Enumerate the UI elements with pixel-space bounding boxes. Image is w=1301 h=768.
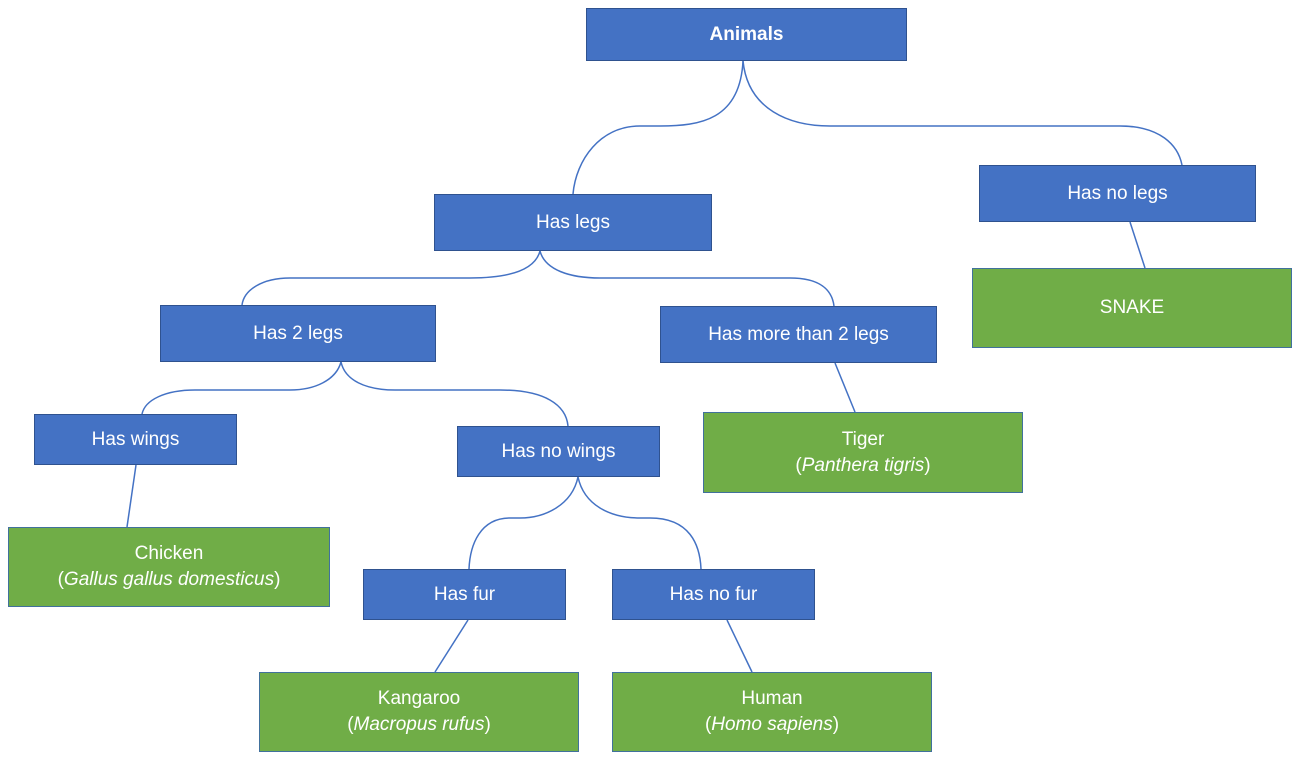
- node-has-no-wings: Has no wings: [457, 426, 660, 477]
- connector-has-legs-more-than-2: [539, 250, 835, 307]
- node-has-wings: Has wings: [34, 414, 237, 465]
- node-has-legs: Has legs: [434, 194, 712, 251]
- connector-more-than-2-tiger: [834, 362, 856, 413]
- node-has-more-than-2-legs: Has more than 2 legs: [660, 306, 937, 363]
- node-label: Has fur: [433, 583, 496, 605]
- node-label: Has wings: [91, 428, 180, 450]
- node-has-2-legs: Has 2 legs: [160, 305, 436, 362]
- connector-animals-has-legs: [572, 60, 744, 195]
- node-label: Has no legs: [1067, 182, 1168, 204]
- connector-has-wings-chicken: [126, 464, 137, 528]
- connector-animals-has-no-legs: [742, 60, 1183, 166]
- node-scientific-name: (Panthera tigris): [795, 454, 931, 476]
- node-has-no-legs: Has no legs: [979, 165, 1256, 222]
- connector-has-legs-has-2-legs: [241, 250, 541, 306]
- node-animals: Animals: [586, 8, 907, 61]
- node-label: Human: [741, 688, 803, 710]
- connector-has-no-wings-has-no-fur: [577, 476, 702, 570]
- node-has-fur: Has fur: [363, 569, 566, 620]
- node-chicken: Chicken (Gallus gallus domesticus): [8, 527, 330, 607]
- node-label: Has more than 2 legs: [708, 323, 889, 345]
- node-label: Chicken: [134, 543, 204, 565]
- connector-has-fur-kangaroo: [434, 619, 469, 673]
- node-scientific-name: (Gallus gallus domesticus): [57, 569, 281, 590]
- node-label: SNAKE: [1099, 297, 1165, 319]
- connector-has-2-legs-has-no-wings: [340, 361, 569, 427]
- node-snake: SNAKE: [972, 268, 1292, 348]
- connector-has-no-wings-has-fur: [468, 476, 579, 570]
- node-label: Has no wings: [501, 440, 616, 462]
- connector-has-no-fur-human: [726, 619, 753, 673]
- connector-has-no-legs-snake: [1129, 221, 1146, 269]
- node-label: Has no fur: [669, 583, 758, 605]
- node-tiger: Tiger (Panthera tigris): [703, 412, 1023, 493]
- node-scientific-name: (Macropus rufus): [347, 714, 491, 735]
- node-label: Animals: [709, 23, 784, 45]
- node-label: Tiger: [841, 428, 885, 450]
- node-label: Kangaroo: [377, 688, 461, 710]
- node-scientific-name: (Homo sapiens): [704, 714, 840, 735]
- node-has-no-fur: Has no fur: [612, 569, 815, 620]
- node-human: Human (Homo sapiens): [612, 672, 932, 752]
- connector-has-2-legs-has-wings: [141, 361, 342, 415]
- node-label: Has legs: [536, 211, 610, 233]
- node-label: Has 2 legs: [253, 322, 343, 344]
- node-kangaroo: Kangaroo (Macropus rufus): [259, 672, 579, 752]
